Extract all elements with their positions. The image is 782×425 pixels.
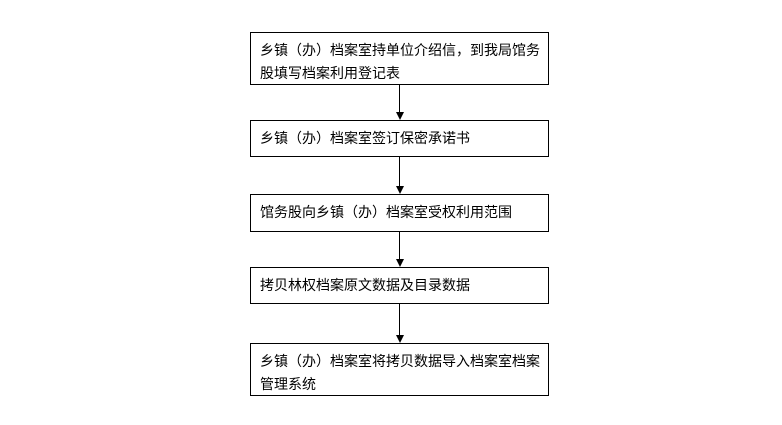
flow-step-1-label: 乡镇（办）档案室持单位介绍信，到我局馆务股填写档案利用登记表 [260, 42, 540, 81]
flow-step-3: 馆务股向乡镇（办）档案室受权利用范围 [250, 194, 549, 232]
flow-step-2-label: 乡镇（办）档案室签订保密承诺书 [260, 130, 470, 146]
arrow-shaft [399, 304, 400, 335]
arrow-shaft [399, 157, 400, 186]
arrow-down-icon [395, 335, 404, 343]
flow-step-2: 乡镇（办）档案室签订保密承诺书 [250, 120, 549, 157]
flow-connector-1 [395, 85, 404, 120]
flow-step-3-label: 馆务股向乡镇（办）档案室受权利用范围 [260, 204, 512, 220]
arrow-down-icon [395, 259, 404, 267]
flow-step-1: 乡镇（办）档案室持单位介绍信，到我局馆务股填写档案利用登记表 [250, 32, 549, 85]
arrow-shaft [399, 85, 400, 112]
flow-step-5-label: 乡镇（办）档案室将拷贝数据导入档案室档案管理系统 [260, 353, 540, 392]
flow-connector-2 [395, 157, 404, 194]
flow-step-4-label: 拷贝林权档案原文数据及目录数据 [260, 277, 470, 293]
flow-connector-4 [395, 304, 404, 343]
arrow-down-icon [395, 112, 404, 120]
flow-connector-3 [395, 232, 404, 267]
flow-step-4: 拷贝林权档案原文数据及目录数据 [250, 267, 549, 304]
arrow-down-icon [395, 186, 404, 194]
arrow-shaft [399, 232, 400, 259]
flow-step-5: 乡镇（办）档案室将拷贝数据导入档案室档案管理系统 [250, 343, 549, 396]
